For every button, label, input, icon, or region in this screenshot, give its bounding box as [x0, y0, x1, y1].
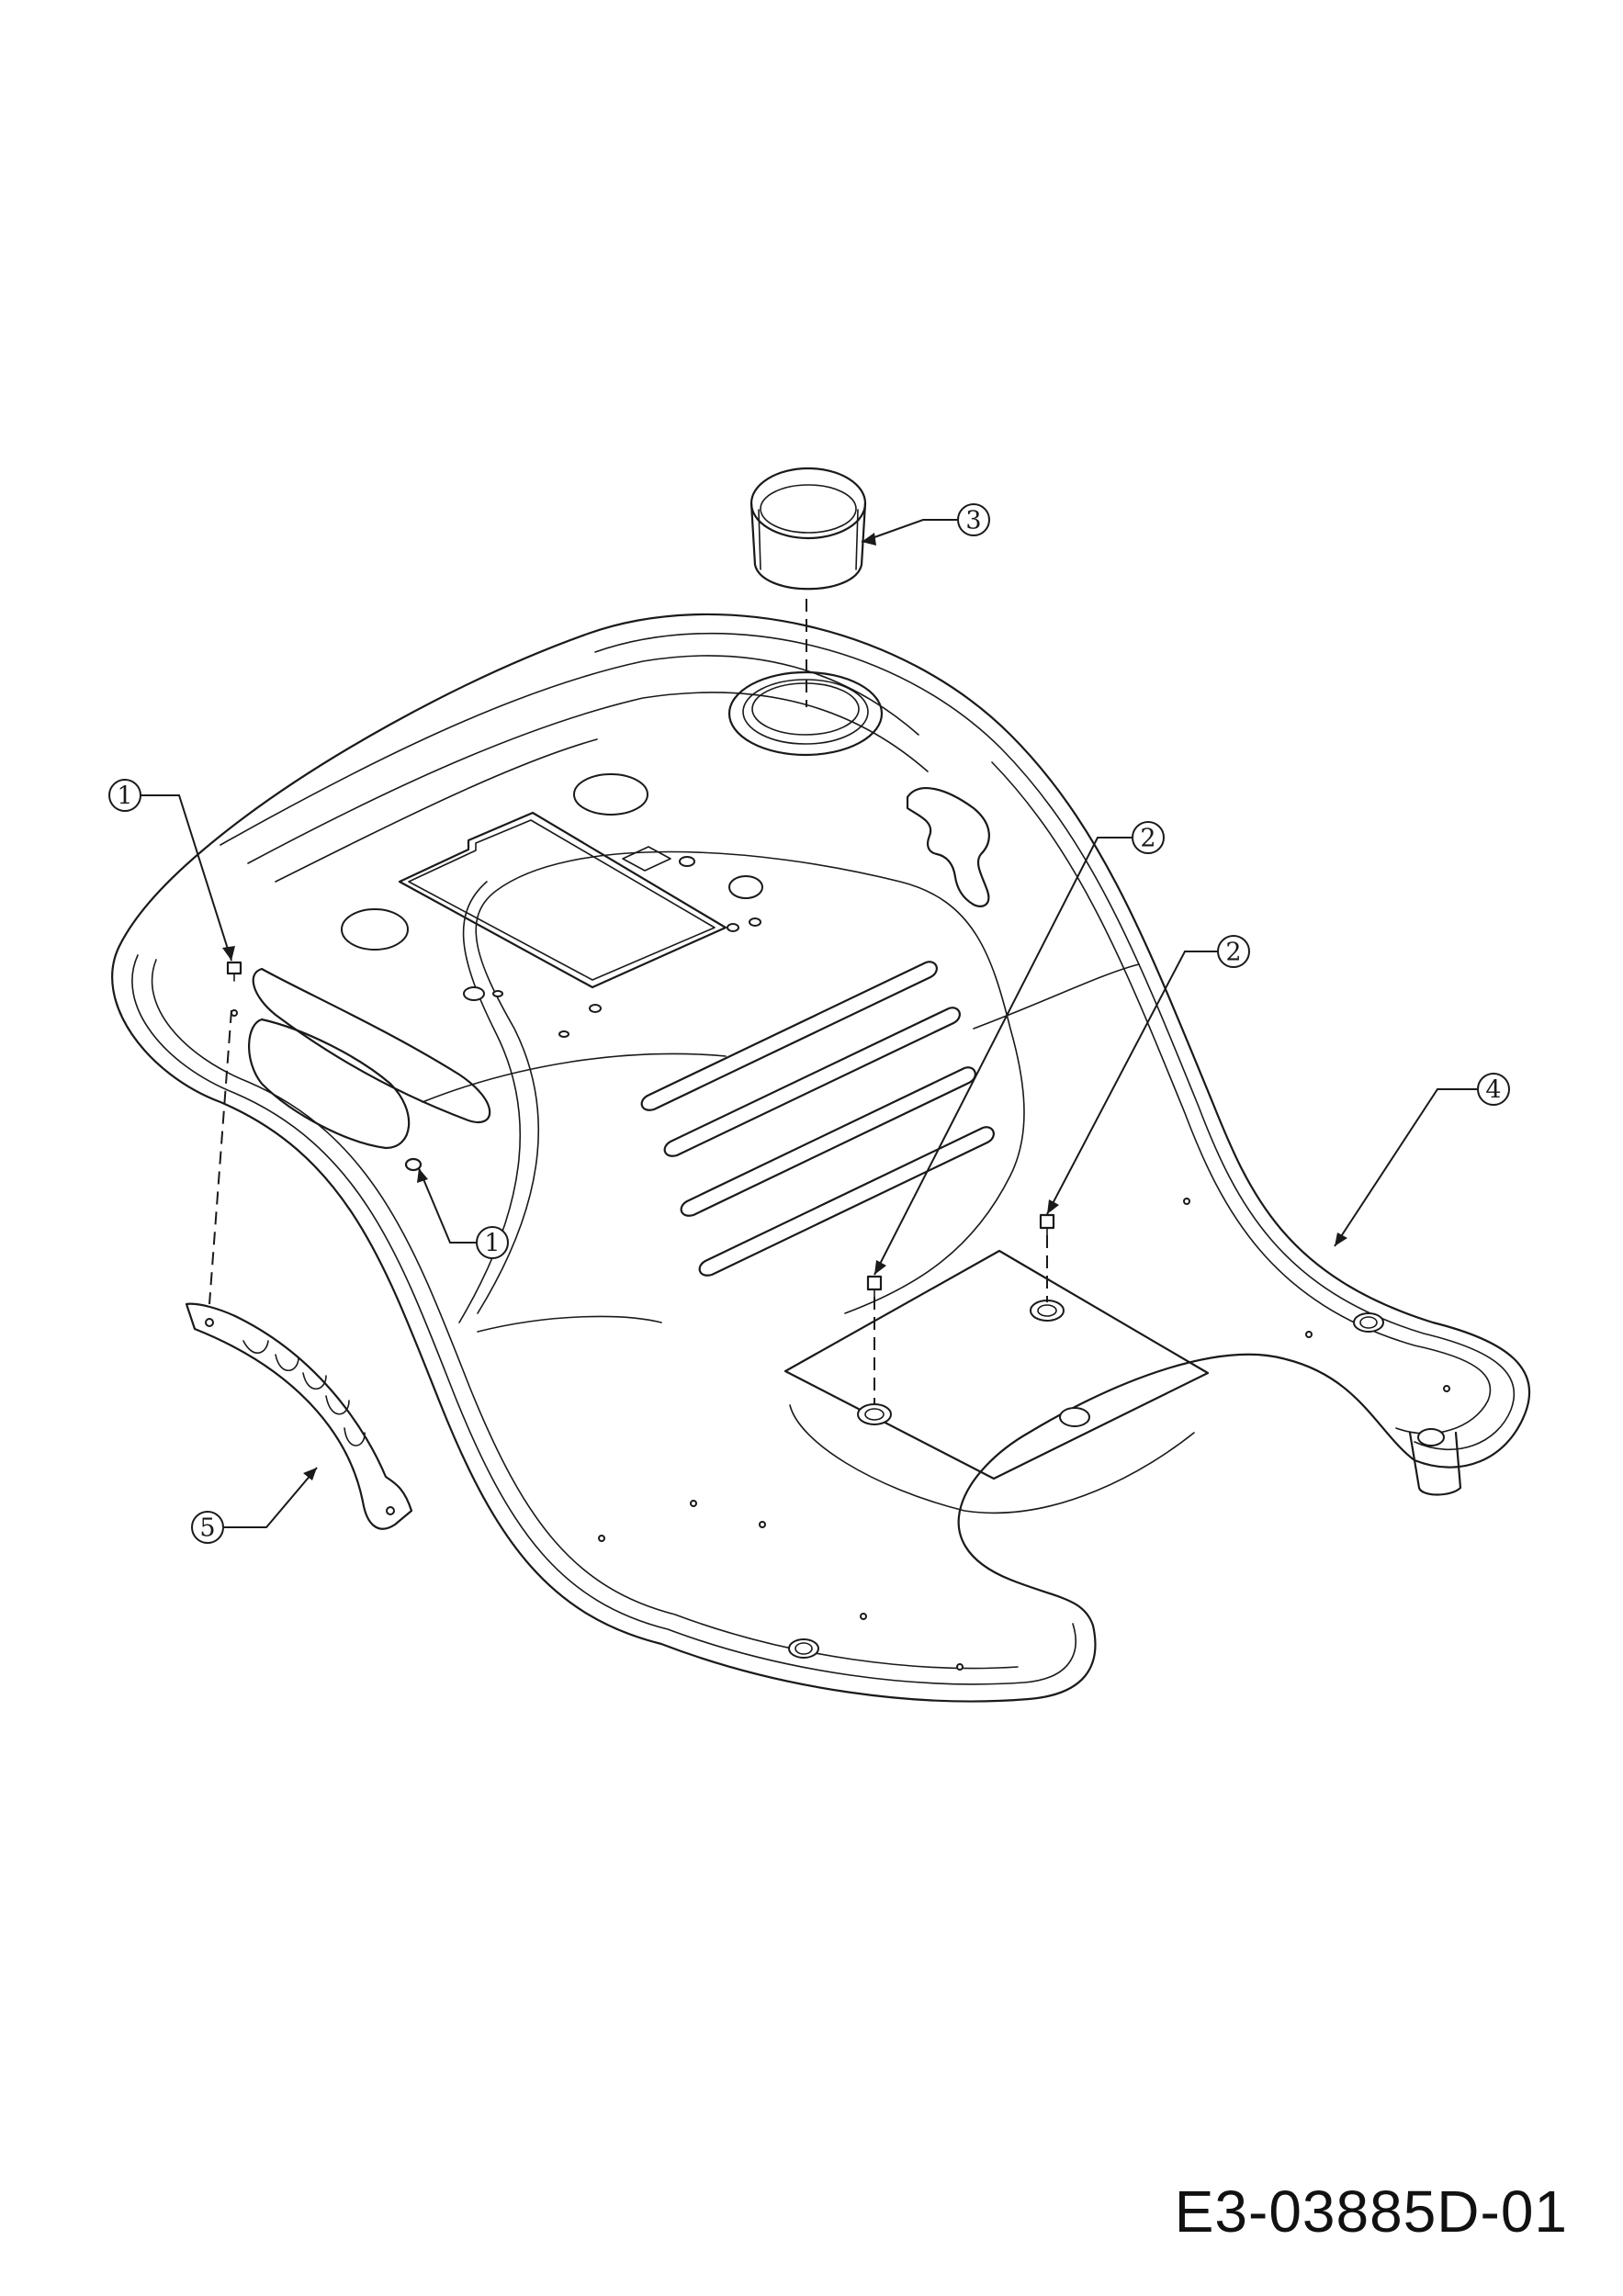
fuel-cap — [750, 467, 867, 591]
screw-left-upper — [226, 961, 242, 982]
callout-4: 4 — [1477, 1073, 1510, 1106]
callout-5-label: 5 — [199, 1514, 215, 1543]
strip-alignment-line — [209, 1009, 232, 1305]
body-panel — [111, 613, 1531, 1703]
callout-1-lower: 1 — [476, 1226, 509, 1259]
screw-floor-right — [1039, 1213, 1055, 1236]
callout-2-lower-label: 2 — [1225, 939, 1241, 967]
callout-5: 5 — [191, 1511, 224, 1544]
callout-leaders — [140, 519, 1477, 1528]
drawing-code: E3-03885D-01 — [1174, 2178, 1568, 2245]
callout-1-upper-label: 1 — [117, 782, 132, 811]
callout-1-upper: 1 — [108, 779, 141, 812]
callout-3-label: 3 — [965, 507, 981, 535]
callout-2-upper: 2 — [1132, 821, 1165, 854]
callout-2-upper-label: 2 — [1140, 825, 1155, 853]
callout-4-label: 4 — [1485, 1076, 1501, 1105]
callout-3: 3 — [957, 503, 990, 536]
deflector-strip — [185, 1302, 413, 1530]
screw-floor-left — [866, 1275, 883, 1298]
callout-1-lower-label: 1 — [484, 1230, 500, 1258]
screw-left-lower — [404, 1157, 423, 1172]
callout-2-lower: 2 — [1217, 935, 1250, 968]
